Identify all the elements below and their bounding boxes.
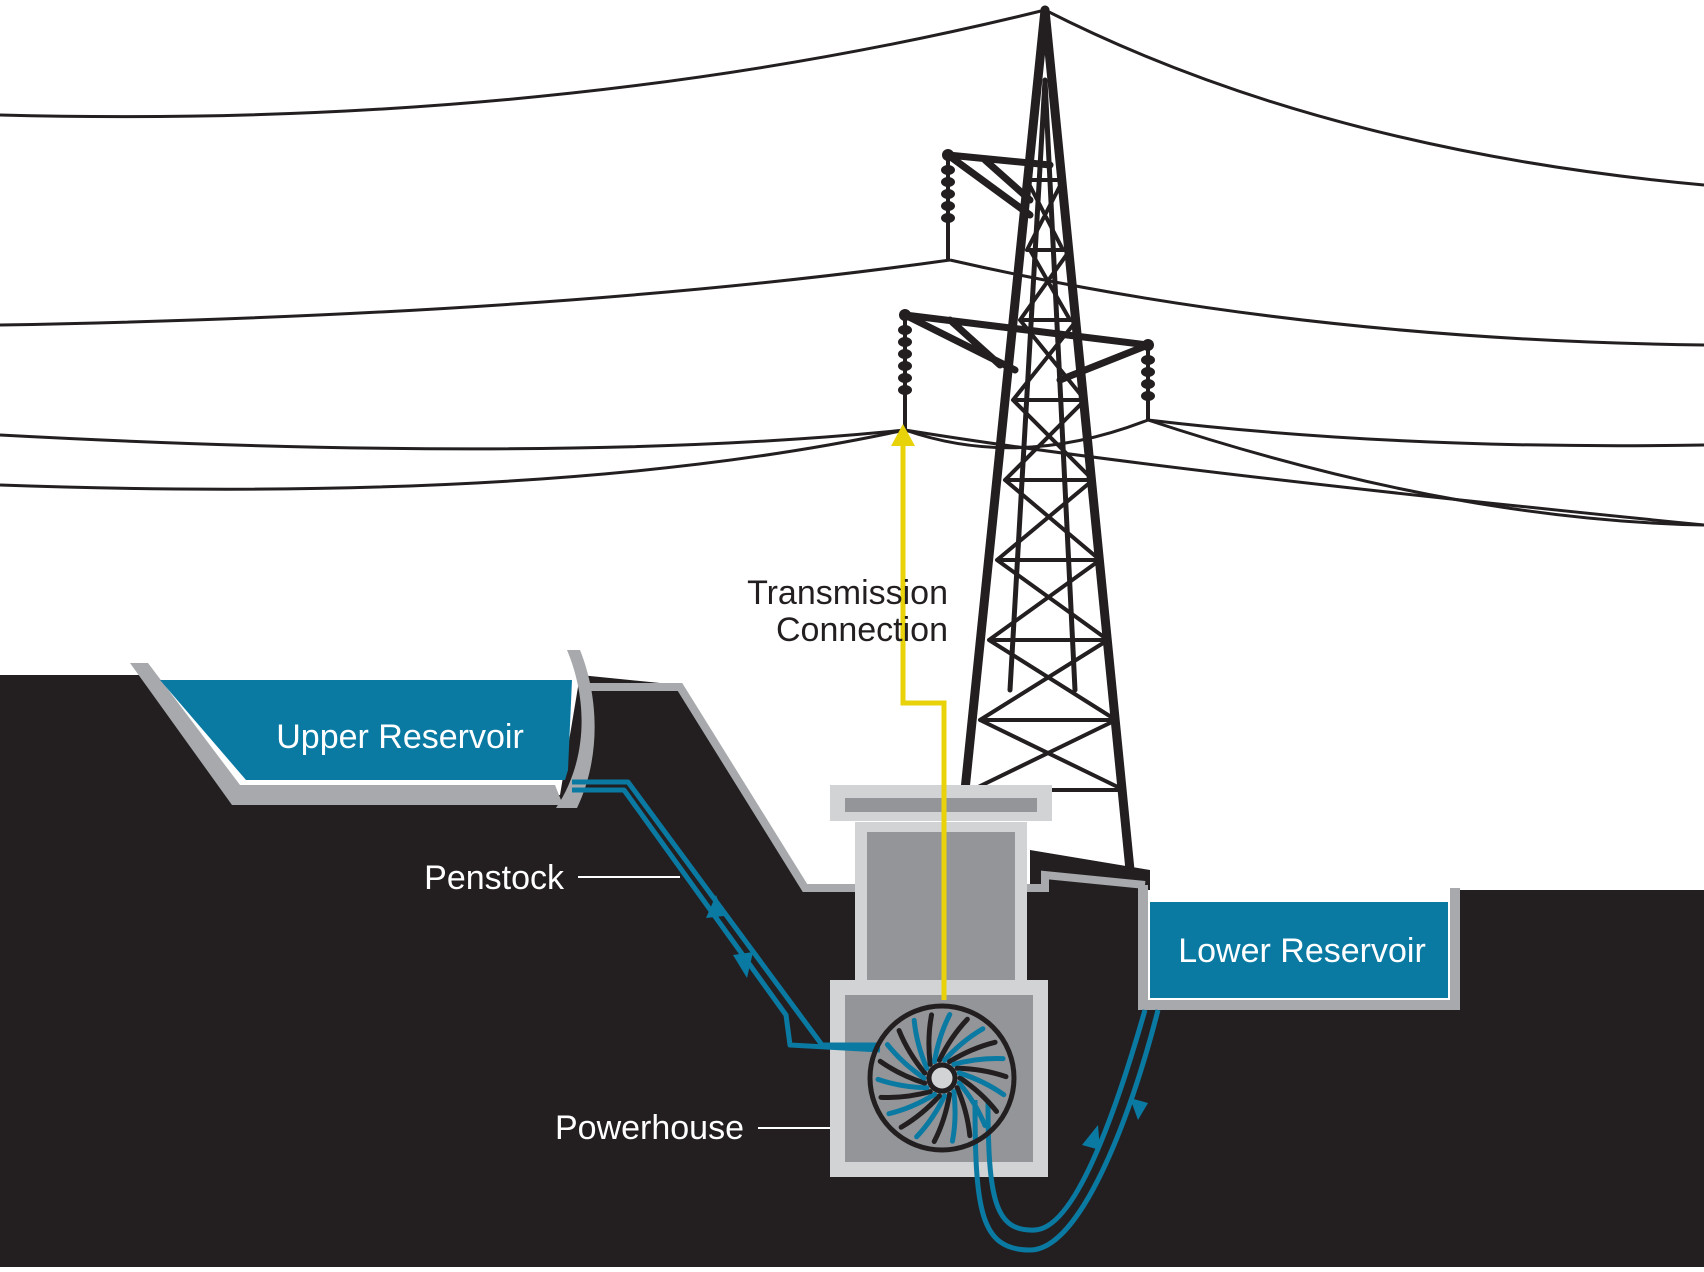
turbine-blade <box>896 1028 928 1076</box>
penstock-arrow-up <box>706 895 724 918</box>
tower-bracing <box>970 178 1126 792</box>
power-line-2-right <box>949 258 1704 347</box>
turbine-blade <box>954 1085 973 1139</box>
turbine-blade <box>936 1016 970 1063</box>
powerhouse-label: Powerhouse <box>555 1109 744 1147</box>
lower-reservoir <box>1138 885 1460 1010</box>
tailrace-arrow-up <box>1082 1125 1100 1150</box>
turbine-blade <box>898 1093 942 1130</box>
transmission-label-line1: Transmission <box>747 574 948 612</box>
turbine-blade <box>956 1070 1007 1098</box>
turbine-blades <box>875 1011 1009 1145</box>
transmission-arrow-head <box>891 424 915 446</box>
tower-crossarm-lower <box>901 311 1152 384</box>
lower-reservoir-water <box>1150 902 1448 998</box>
transmission-connection-line <box>900 438 947 1000</box>
upper-reservoir-label: Upper Reservoir <box>276 718 524 756</box>
lower-reservoir-label: Lower Reservoir <box>1178 932 1426 970</box>
turbine-blade <box>911 1017 930 1071</box>
turbine-blade <box>878 1089 933 1100</box>
turbine-blade <box>957 1075 1000 1114</box>
power-line-2-left <box>0 258 951 327</box>
turbine-blade <box>932 1011 953 1065</box>
tower-legs <box>960 5 1135 875</box>
turbine <box>867 1003 1017 1153</box>
insulator-lower-right <box>1141 339 1155 420</box>
turbine-blade <box>942 1026 986 1063</box>
leader-lines <box>578 876 830 1129</box>
turbine-blade <box>949 1089 958 1144</box>
upper-reservoir <box>130 650 595 808</box>
tailrace-flow-arrows <box>1082 1098 1148 1150</box>
power-line-top-left <box>0 8 1046 119</box>
powerhouse <box>830 785 1052 1177</box>
turbine-blade <box>877 1058 928 1086</box>
power-line-top-right <box>1044 8 1704 187</box>
powerhouse-roof-slot <box>845 798 1037 812</box>
turbine-casing <box>867 1003 1017 1153</box>
turbine-hub <box>926 1062 958 1094</box>
powerhouse-upper-inner <box>867 832 1015 980</box>
tailrace <box>972 1009 1161 1253</box>
insulator-lower-left <box>898 309 912 430</box>
penstock <box>572 779 881 1053</box>
penstock-pipe-inner <box>572 787 881 1053</box>
upper-reservoir-water <box>160 680 572 780</box>
penstock-arrow-down <box>733 952 753 978</box>
turbine-blade <box>914 1093 948 1140</box>
ground <box>0 675 1704 1267</box>
tailrace-arrow-down <box>1130 1098 1148 1120</box>
penstock-label: Penstock <box>424 859 565 897</box>
penstock-pipe-outer <box>572 779 880 1048</box>
upper-reservoir-rim <box>130 663 563 805</box>
power-line-4b <box>1147 418 1704 527</box>
tower-crossarm-upper <box>944 151 1054 219</box>
penstock-flow-arrows <box>706 895 753 978</box>
turbine-blade <box>951 1056 1006 1067</box>
turbine-blade <box>886 1091 938 1117</box>
turbine-blade <box>884 1042 927 1081</box>
power-lines <box>0 8 1704 527</box>
insulators <box>898 149 1155 430</box>
turbine-blade <box>926 1012 935 1067</box>
power-line-3-left <box>0 428 906 451</box>
turbine-blade <box>946 1039 998 1065</box>
transmission-label-line2: Connection <box>776 611 948 649</box>
transmission-tower <box>901 5 1152 890</box>
insulator-upper-left <box>941 149 955 260</box>
turbine-blade <box>954 1065 1009 1080</box>
upper-reservoir-dam <box>556 650 595 808</box>
turbine-blade <box>956 1080 988 1128</box>
transmission-connection <box>900 438 947 1000</box>
tailrace-pipe-inner <box>985 1009 1148 1233</box>
power-line-3-right <box>1147 418 1704 448</box>
tailrace-pipe-outer <box>972 1009 1161 1253</box>
turbine-blade <box>931 1091 952 1145</box>
turbine-blade <box>875 1076 930 1091</box>
